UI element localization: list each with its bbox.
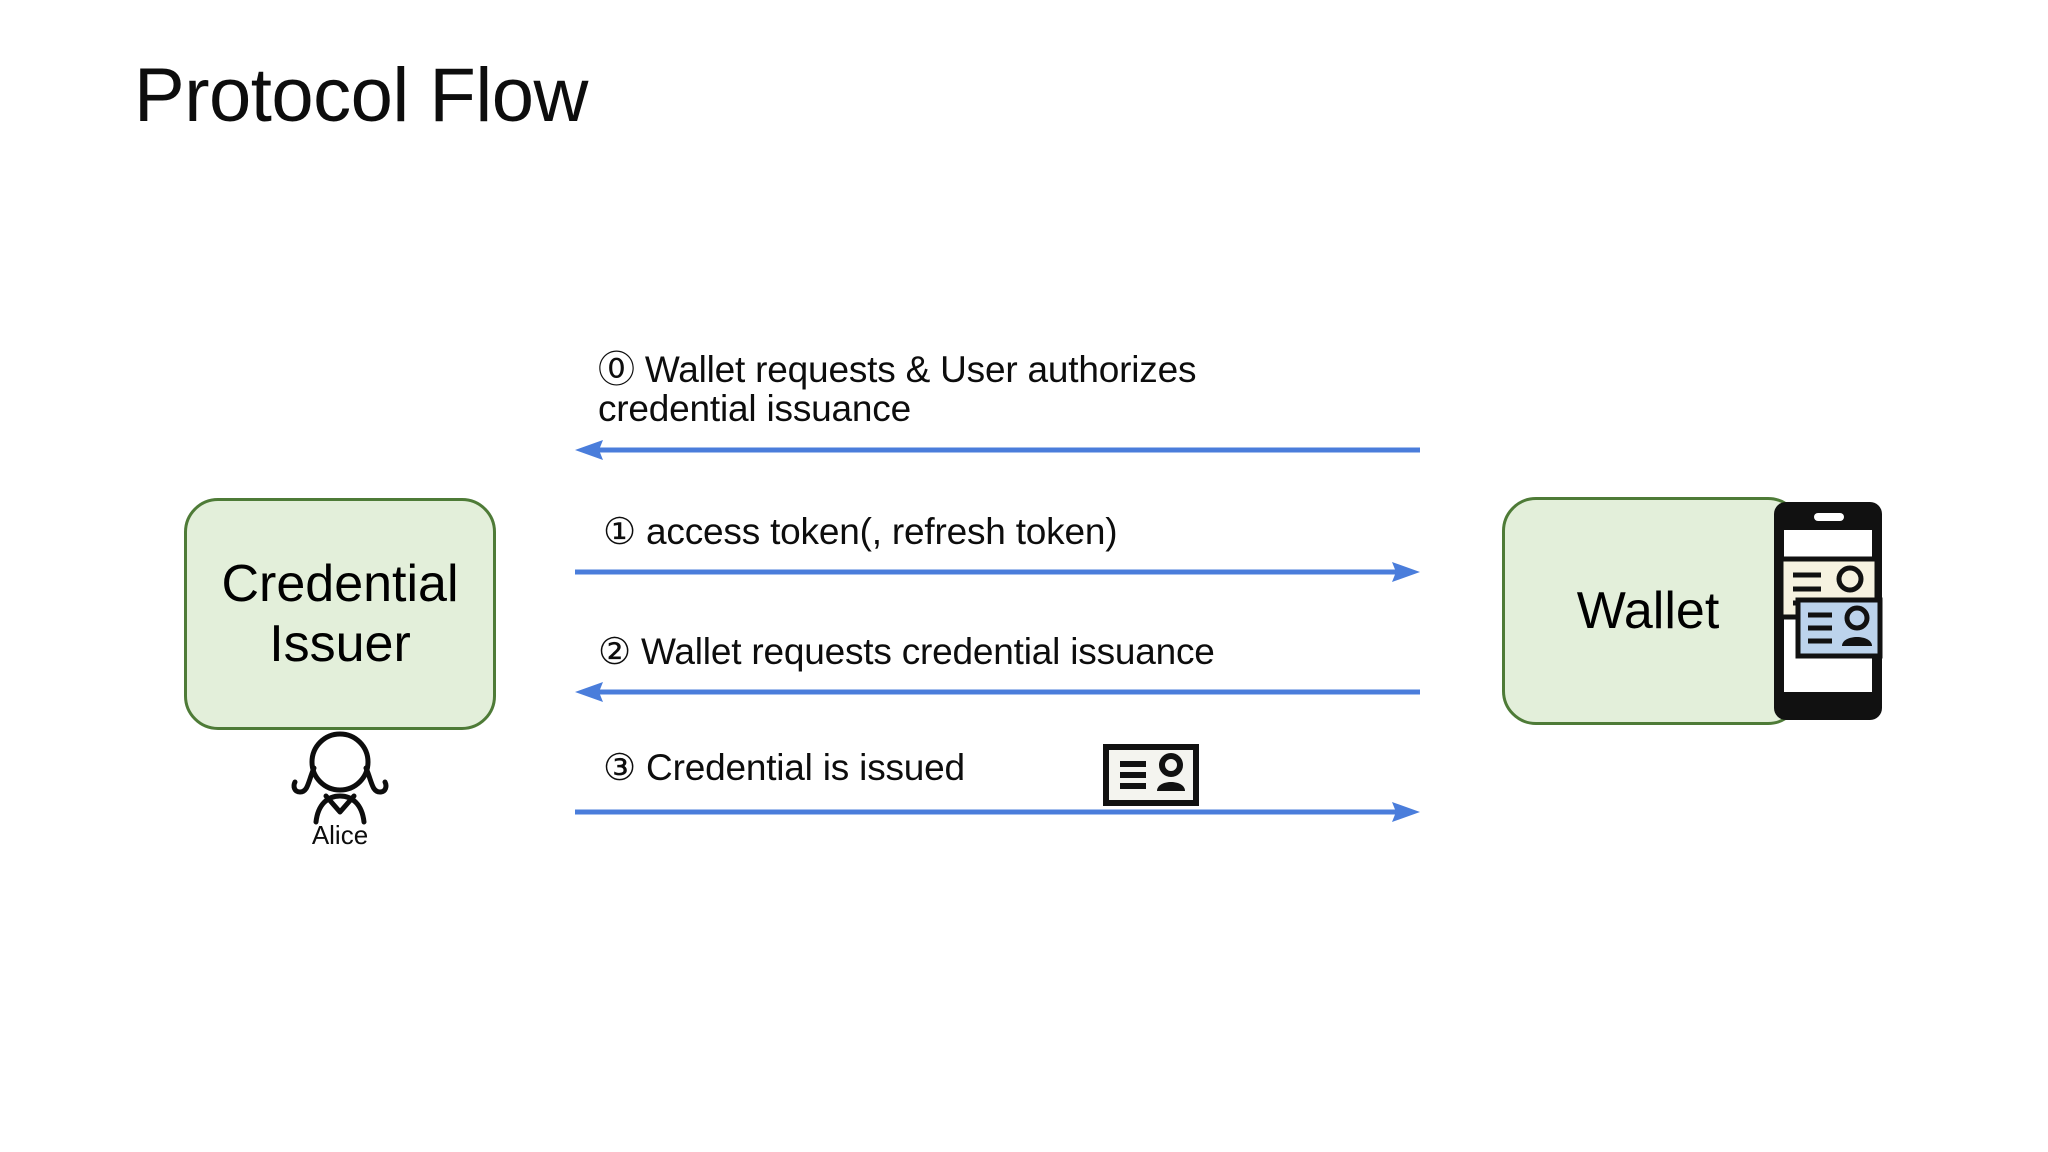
message-3-arrow-right[interactable]: [575, 802, 1420, 822]
alice-label: Alice: [311, 820, 369, 850]
alice-person-icon: [282, 726, 398, 856]
message-2-arrow-left[interactable]: [575, 682, 1420, 702]
message-1-arrow-right[interactable]: [575, 562, 1420, 582]
actor-box-credential-issuer[interactable]: Credential Issuer: [184, 498, 496, 730]
wallet-phone-icon: [1772, 500, 1884, 722]
actor-label-wallet: Wallet: [1576, 581, 1720, 640]
message-3-label: ③ Credential is issued: [603, 747, 965, 788]
message-1-label: ① access token(, refresh token): [603, 511, 1118, 552]
message-2-label: ② Wallet requests credential issuance: [598, 631, 1215, 672]
id-card-icon: [1103, 744, 1199, 806]
actor-label-line-2: Issuer: [269, 615, 411, 673]
message-0-label: ⓪ Wallet requests & User authorizes cred…: [598, 349, 1197, 430]
actor-box-wallet[interactable]: Wallet: [1502, 497, 1802, 725]
message-0-arrow-left[interactable]: [575, 440, 1420, 460]
page-title: Protocol Flow: [134, 53, 588, 138]
actor-label-credential-issuer: Credential Issuer: [221, 554, 458, 675]
actor-label-line-1: Credential: [221, 554, 459, 613]
